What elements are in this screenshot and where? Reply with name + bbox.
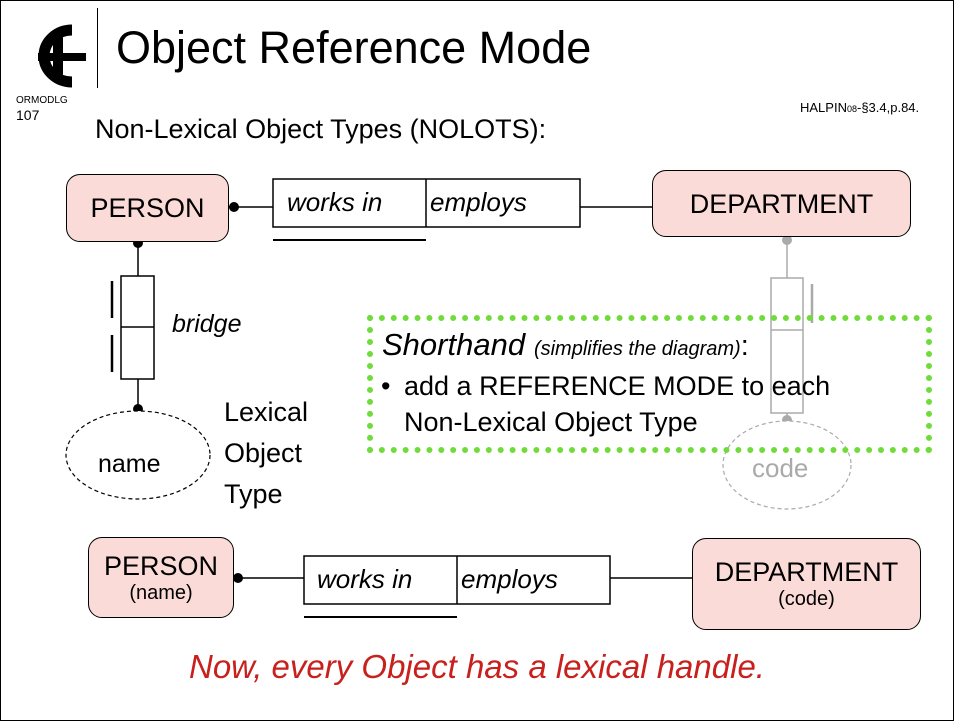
reference-mode: (name) bbox=[129, 581, 193, 604]
entity-label: DEPARTMENT bbox=[714, 557, 899, 587]
lexical-object-type-label: Lexical Object Type bbox=[224, 392, 308, 515]
lexical-label-line: Lexical bbox=[224, 397, 309, 427]
bridge-label: bridge bbox=[172, 310, 242, 338]
page-title: Object Reference Mode bbox=[116, 22, 592, 73]
role-employs-bottom: employs bbox=[461, 564, 558, 594]
logo-icon bbox=[12, 16, 94, 96]
entity-person-bottom: PERSON (name) bbox=[88, 537, 234, 618]
role-employs-top: employs bbox=[430, 187, 527, 217]
entity-label: PERSON bbox=[90, 193, 205, 223]
entity-label: PERSON bbox=[103, 550, 219, 581]
shorthand-line-1: add a REFERENCE MODE to each bbox=[404, 371, 831, 401]
entity-label: DEPARTMENT bbox=[689, 188, 874, 219]
shorthand-callout bbox=[367, 315, 932, 453]
value-type-code: code bbox=[752, 453, 809, 483]
shorthand-bullet: • bbox=[381, 371, 391, 401]
entity-department-bottom: DEPARTMENT (code) bbox=[692, 538, 921, 630]
footer-note: Now, every Object has a lexical handle. bbox=[189, 648, 765, 685]
lexical-label-line: Object bbox=[224, 438, 303, 468]
entity-department-top: DEPARTMENT bbox=[652, 170, 911, 237]
reference: HALPIN08-§3.4,p.84. bbox=[800, 100, 920, 115]
lexical-label-line: Type bbox=[224, 479, 283, 509]
logo-text: ORMODLG bbox=[16, 95, 68, 106]
reference-mode: (code) bbox=[778, 588, 835, 610]
shorthand-title: Shorthand (simplifies the diagram): bbox=[382, 327, 749, 362]
title-divider bbox=[97, 8, 98, 88]
role-works-in-bottom: works in bbox=[317, 564, 413, 594]
role-works-in-top: works in bbox=[287, 187, 383, 217]
value-type-name: name bbox=[98, 450, 161, 478]
subtitle: Non-Lexical Object Types (NOLOTS): bbox=[95, 114, 547, 144]
entity-person-top: PERSON bbox=[66, 174, 229, 242]
shorthand-line-2: Non-Lexical Object Type bbox=[404, 407, 698, 437]
slide-number: 107 bbox=[16, 107, 40, 123]
